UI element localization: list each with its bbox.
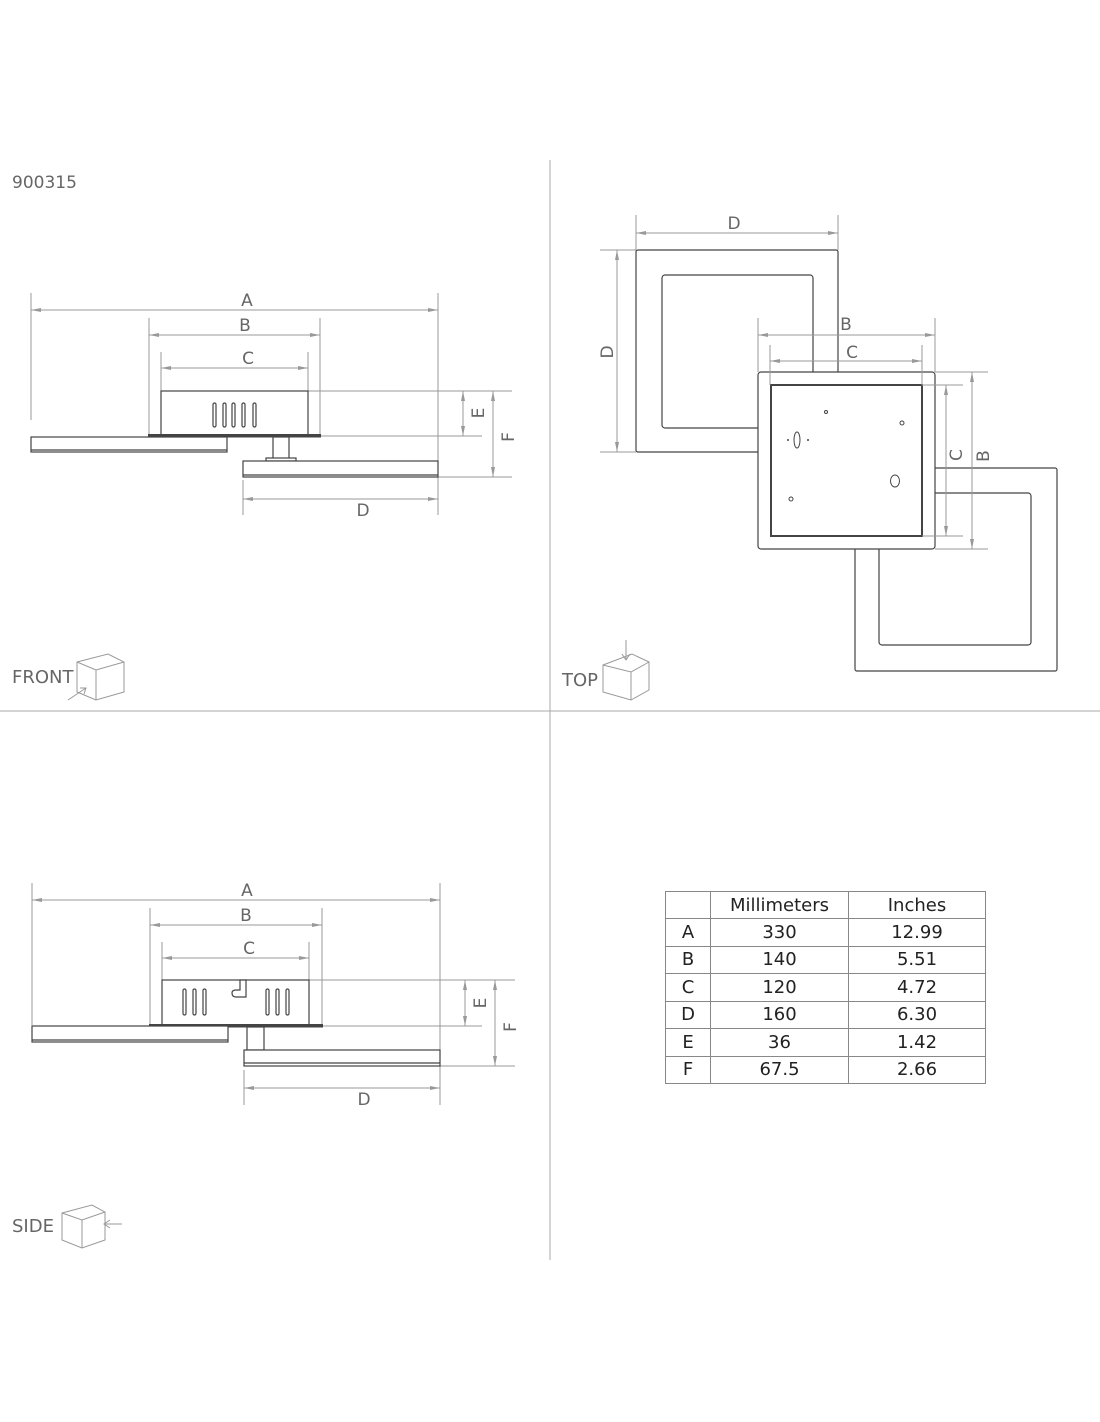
dim-label-c: C bbox=[242, 349, 254, 369]
product-code: 900315 bbox=[12, 173, 77, 193]
side-dim-label-f: F bbox=[501, 1022, 521, 1032]
mm-cell: 330 bbox=[710, 918, 849, 947]
dim-cell: B bbox=[665, 945, 711, 974]
dim-label-a: A bbox=[241, 291, 253, 311]
dim-label-d: D bbox=[356, 501, 369, 521]
mm-cell: 120 bbox=[710, 973, 849, 1002]
table-header-row: Millimeters Inches bbox=[665, 891, 986, 919]
top-view-label: TOP bbox=[561, 670, 598, 691]
side-dim-label-b: B bbox=[240, 906, 252, 926]
table-header-millimeters: Millimeters bbox=[710, 891, 849, 919]
top-dim-label-c-vertical: C bbox=[947, 449, 967, 461]
dim-label-b: B bbox=[239, 316, 251, 336]
side-view-label: SIDE bbox=[12, 1216, 54, 1237]
side-dim-label-c: C bbox=[243, 939, 255, 959]
in-cell: 4.72 bbox=[848, 973, 986, 1002]
mm-cell: 160 bbox=[710, 1000, 849, 1029]
dim-cell: A bbox=[665, 918, 711, 947]
side-dim-label-d: D bbox=[357, 1090, 370, 1110]
side-dim-label-e: E bbox=[471, 998, 491, 1009]
top-dim-label-b: B bbox=[840, 315, 852, 335]
in-cell: 6.30 bbox=[848, 1000, 986, 1029]
in-cell: 2.66 bbox=[848, 1055, 986, 1084]
mm-cell: 67.5 bbox=[710, 1055, 849, 1084]
in-cell: 1.42 bbox=[848, 1028, 986, 1057]
top-dim-label-d-vertical: D bbox=[598, 345, 618, 358]
side-view-indicator: SIDE bbox=[12, 1204, 122, 1249]
in-cell: 5.51 bbox=[848, 945, 986, 974]
front-view-label: FRONT bbox=[12, 667, 74, 688]
in-cell: 12.99 bbox=[848, 918, 986, 947]
top-view: D D B C C B bbox=[598, 214, 1058, 672]
top-dim-label-b-vertical: B bbox=[974, 450, 994, 462]
top-view-indicator: TOP bbox=[561, 640, 650, 701]
dim-cell: E bbox=[665, 1028, 711, 1057]
dim-cell: C bbox=[665, 973, 711, 1002]
dim-cell: F bbox=[665, 1055, 711, 1084]
dim-cell: D bbox=[665, 1000, 711, 1029]
mm-cell: 36 bbox=[710, 1028, 849, 1057]
dim-label-e: E bbox=[469, 408, 489, 419]
table-header-inches: Inches bbox=[848, 891, 986, 919]
cube-icon bbox=[61, 1204, 122, 1249]
mm-cell: 140 bbox=[710, 945, 849, 974]
top-dim-label-d: D bbox=[727, 214, 740, 234]
top-dim-label-c: C bbox=[846, 343, 858, 363]
front-view-indicator: FRONT bbox=[12, 653, 125, 701]
side-view: A B C D E F bbox=[31, 881, 521, 1110]
front-view: A B C D E F bbox=[30, 291, 519, 521]
side-dim-label-a: A bbox=[241, 881, 253, 901]
dim-label-f: F bbox=[499, 432, 519, 442]
table-header-blank bbox=[665, 891, 711, 919]
cube-icon bbox=[602, 640, 650, 701]
cube-icon bbox=[67, 653, 125, 701]
